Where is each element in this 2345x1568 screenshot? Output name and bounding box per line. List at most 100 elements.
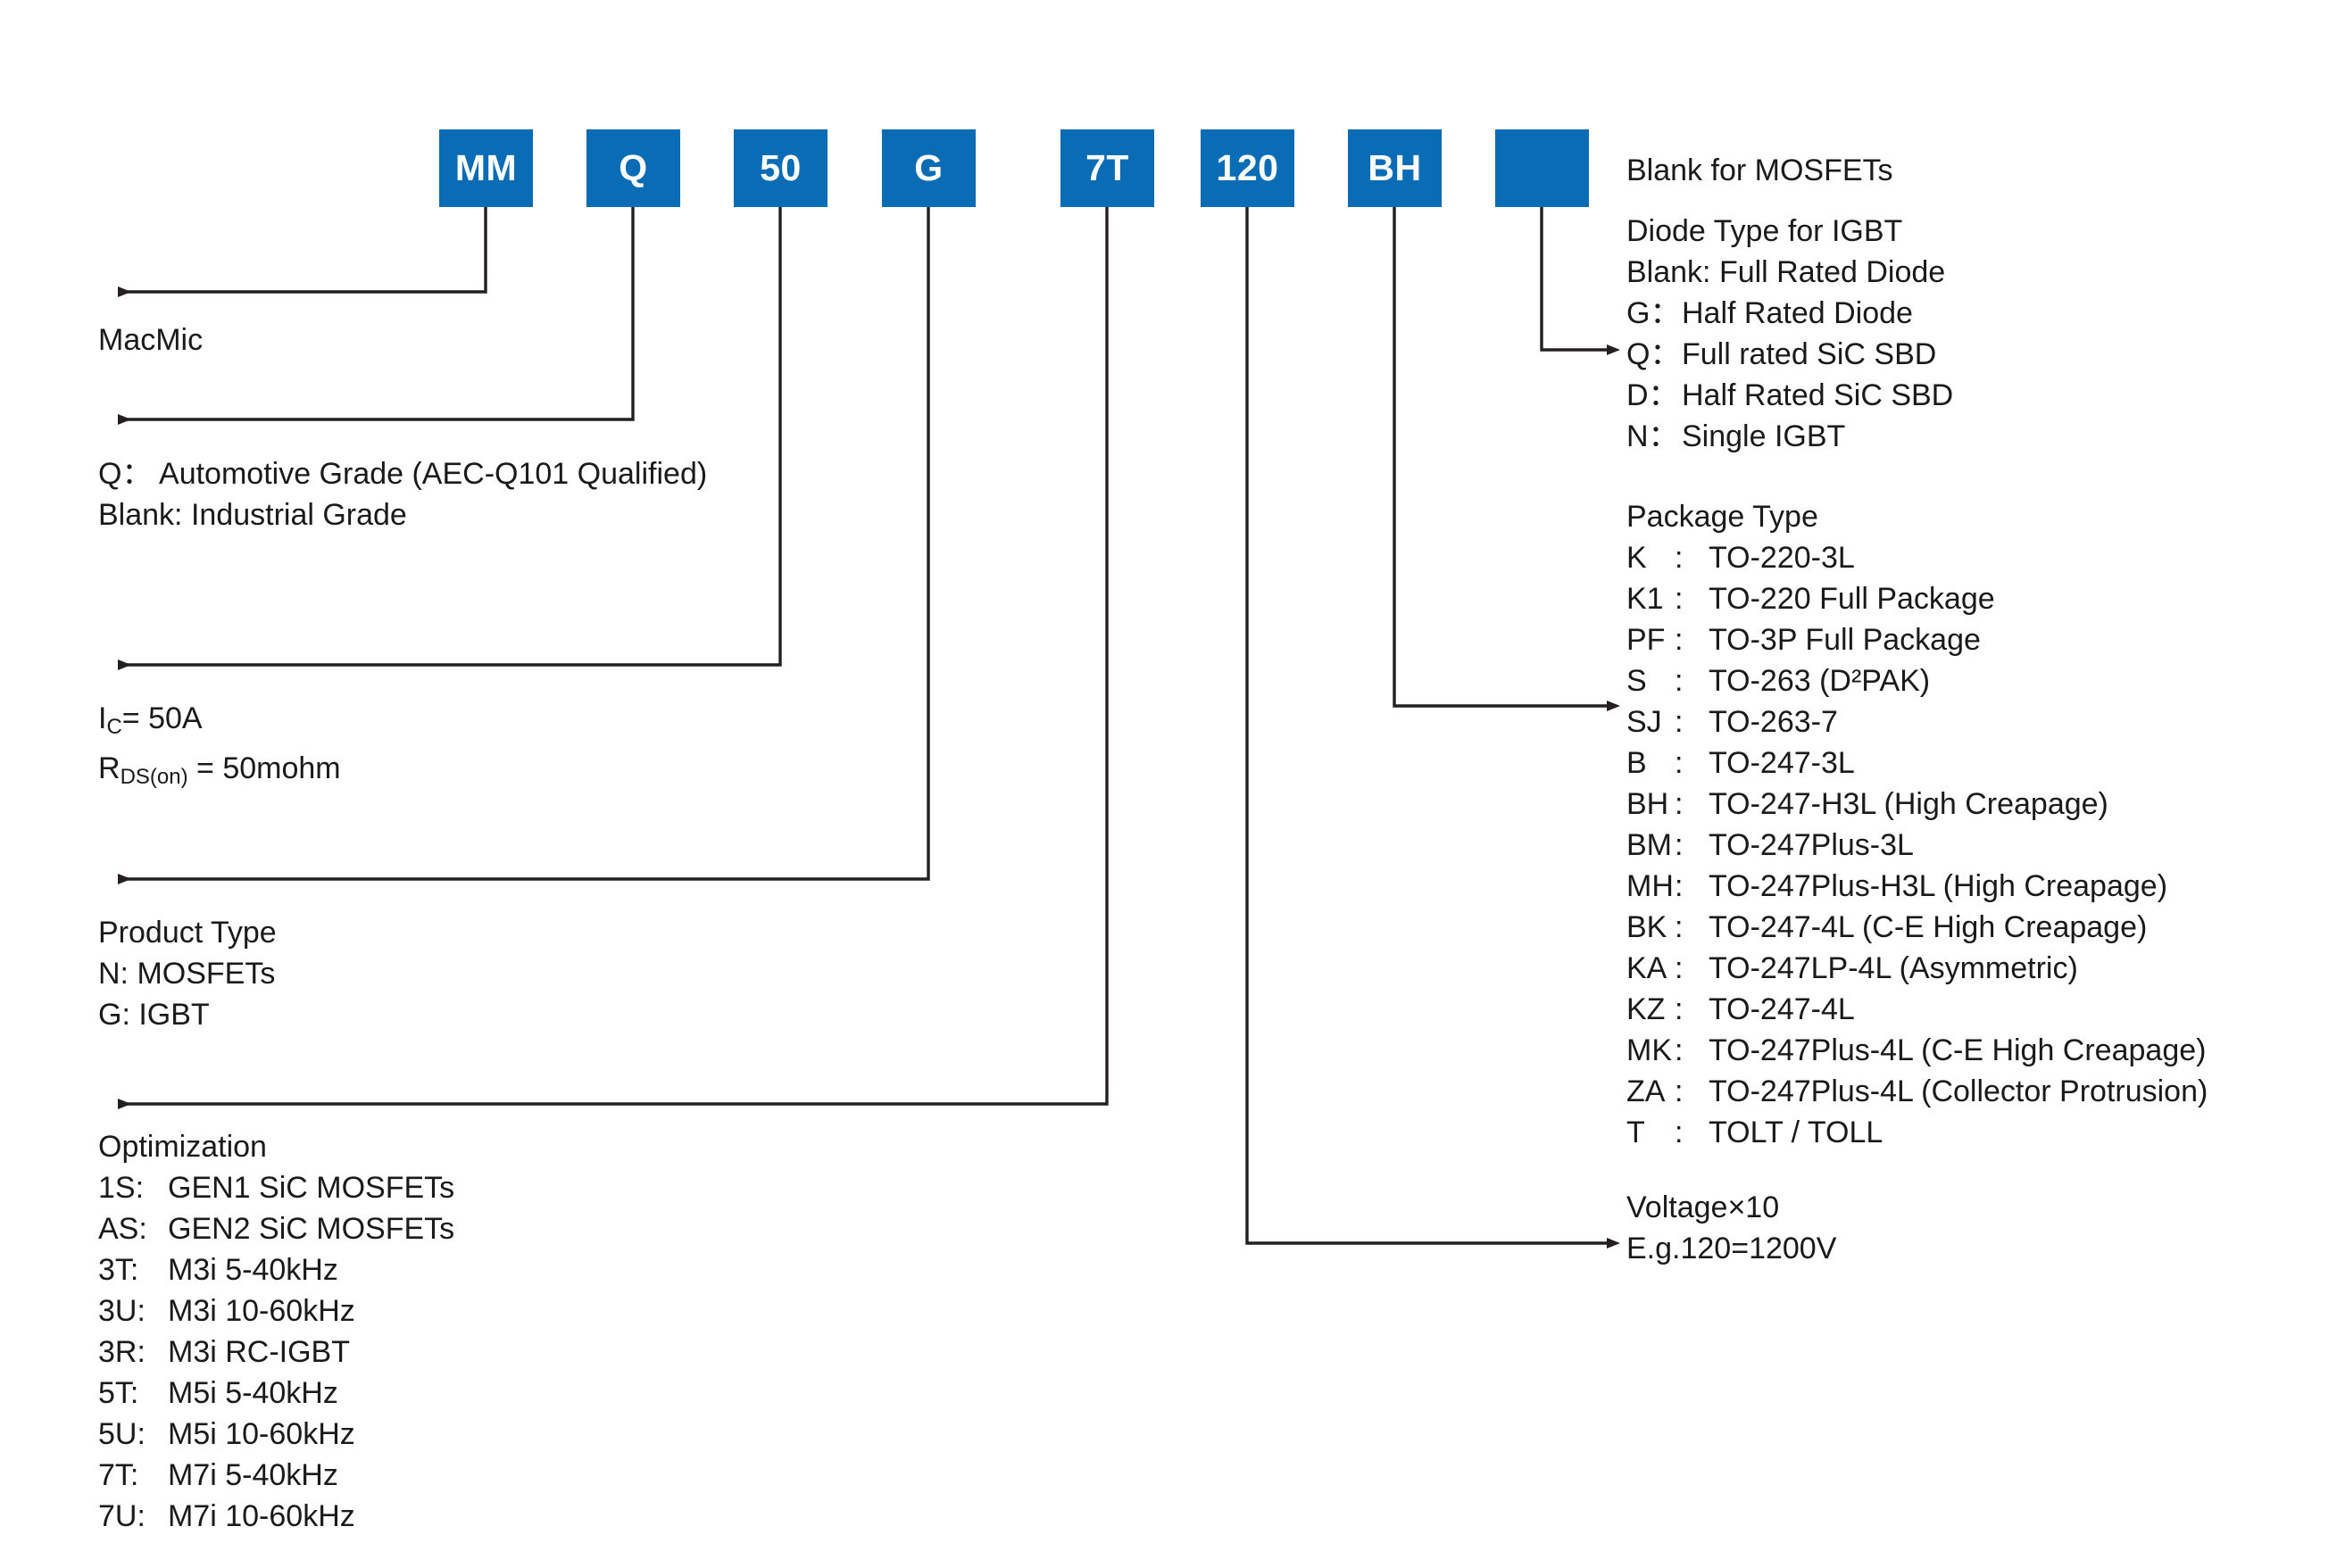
code-segment-120[interactable]: 120: [1201, 129, 1294, 207]
package-type-item: KZ: TO-247-4L: [1626, 989, 2208, 1030]
code-segment-label: 50: [760, 147, 802, 188]
package-type-item: KA:TO-247LP-4L (Asymmetric): [1626, 948, 2208, 989]
package-type-item-code: B: [1626, 746, 1647, 780]
package-type-item: ZA:TO-247Plus-4L (Collector Protrusion): [1626, 1071, 2208, 1112]
optimization-item-desc: GEN2 SiC MOSFETs: [168, 1212, 455, 1246]
package-type-item-desc: TO-247-4L (C-E High Creapage): [1709, 910, 2148, 944]
callout-optimization: Optimization 1S: GEN1 SiC MOSFETs AS:GEN2…: [98, 1126, 454, 1537]
optimization-item-desc: M7i 5-40kHz: [168, 1458, 338, 1492]
package-type-item-sep: :: [1675, 664, 1684, 698]
package-type-item-code: PF: [1626, 623, 1666, 657]
package-type-item-code: BM: [1626, 828, 1672, 862]
package-type-item-sep: :: [1675, 541, 1684, 575]
optimization-item-code: 7U:: [98, 1499, 146, 1533]
package-type-item-code: K: [1626, 541, 1647, 575]
optimization-item: 3U: M3i 10-60kHz: [98, 1290, 454, 1332]
rating-rdson-value: = 50mohm: [187, 751, 341, 785]
optimization-item-code: 3U:: [98, 1294, 146, 1328]
rating-current: IC= 50A: [98, 698, 341, 748]
package-type-item-code: BK: [1626, 910, 1667, 944]
package-type-item-code: KA: [1626, 951, 1667, 985]
product-type-heading: Product Type: [98, 916, 277, 950]
optimization-item: 3T: M3i 5-40kHz: [98, 1249, 454, 1290]
code-segment-blank[interactable]: [1495, 129, 1589, 207]
code-segment-label: BH: [1368, 147, 1422, 188]
package-type-item-sep: :: [1675, 623, 1684, 657]
optimization-item-code: 7T:: [98, 1458, 139, 1492]
package-type-item-sep: :: [1675, 1116, 1684, 1149]
callout-manufacturer: MacMic: [98, 323, 204, 357]
callout-blank-note: Blank for MOSFETs: [1626, 153, 1893, 187]
code-segment-g[interactable]: G: [882, 129, 976, 207]
optimization-item: 1S: GEN1 SiC MOSFETs: [98, 1167, 454, 1208]
diode-type-heading: Diode Type for IGBT: [1626, 214, 1903, 248]
callout-grade: Q： Automotive Grade (AEC-Q101 Qualified)…: [98, 453, 707, 535]
package-type-item-code: KZ: [1626, 992, 1666, 1026]
package-type-item-sep: :: [1675, 992, 1684, 1026]
package-type-item-code: T: [1626, 1116, 1645, 1149]
package-type-item-code: S: [1626, 664, 1647, 698]
package-type-item-desc: TO-263-7: [1709, 705, 1838, 739]
diode-type-item-code: G：: [1626, 296, 1681, 330]
grade-line-automotive: Q： Automotive Grade (AEC-Q101 Qualified): [98, 457, 708, 491]
package-type-item: MH:TO-247Plus-H3L (High Creapage): [1626, 866, 2208, 907]
diode-type-blank: Blank: Full Rated Diode: [1626, 255, 1946, 289]
diode-type-item: N：Single IGBT: [1626, 416, 1953, 457]
optimization-item-desc: M7i 10-60kHz: [168, 1499, 355, 1533]
optimization-item-desc: M3i RC-IGBT: [168, 1335, 350, 1369]
code-segment-label: 120: [1216, 147, 1279, 188]
rating-rdson-symbol: R: [98, 751, 121, 785]
code-segment-7t[interactable]: 7T: [1060, 129, 1154, 207]
callout-rating: IC= 50A RDS(on) = 50mohm: [98, 698, 341, 798]
package-type-item-code: MK: [1626, 1033, 1672, 1067]
package-type-item-sep: :: [1675, 1033, 1684, 1067]
package-type-item: K1:TO-220 Full Package: [1626, 578, 2208, 619]
rating-rdson: RDS(on) = 50mohm: [98, 748, 341, 798]
package-type-item-desc: TO-247-3L: [1709, 746, 1855, 780]
callout-voltage: Voltage×10 E.g.120=1200V: [1626, 1187, 1836, 1269]
code-segment-bh[interactable]: BH: [1348, 129, 1442, 207]
code-segment-q[interactable]: Q: [586, 129, 680, 207]
rating-current-subscript: C: [106, 715, 122, 739]
optimization-item: AS:GEN2 SiC MOSFETs: [98, 1208, 454, 1249]
optimization-item-desc: M3i 5-40kHz: [168, 1253, 338, 1287]
optimization-item: 5T:M5i 5-40kHz: [98, 1373, 454, 1414]
diode-type-item-desc: Half Rated SiC SBD: [1682, 378, 1954, 412]
package-type-item: K:TO-220-3L: [1626, 537, 2208, 578]
package-type-item-code: ZA: [1626, 1074, 1666, 1108]
package-type-item-sep: :: [1675, 951, 1684, 985]
package-type-item-code: MH: [1626, 869, 1674, 903]
diode-type-item-code: D：: [1626, 378, 1679, 412]
optimization-heading: Optimization: [98, 1130, 267, 1164]
package-type-item-code: SJ: [1626, 705, 1662, 739]
grade-line-industrial: Blank: Industrial Grade: [98, 498, 407, 532]
package-type-item: MK:TO-247Plus-4L (C-E High Creapage): [1626, 1030, 2208, 1071]
voltage-example: E.g.120=1200V: [1626, 1232, 1837, 1265]
optimization-item: 5U:M5i 10-60kHz: [98, 1414, 454, 1455]
rating-current-symbol: I: [98, 701, 107, 735]
optimization-item-desc: M3i 10-60kHz: [168, 1294, 355, 1328]
rating-rdson-subscript: DS(on): [120, 765, 188, 789]
package-type-item-desc: TO-247-4L: [1709, 992, 1855, 1026]
package-type-item-code: BH: [1626, 787, 1669, 821]
package-type-item-sep: :: [1675, 746, 1684, 780]
package-type-item-sep: :: [1675, 1074, 1684, 1108]
optimization-item-code: 1S:: [98, 1171, 145, 1205]
package-type-item-sep: :: [1675, 582, 1684, 616]
package-type-item-desc: TO-247Plus-H3L (High Creapage): [1709, 869, 2168, 903]
diode-type-item: Q：Full rated SiC SBD: [1626, 334, 1953, 375]
package-type-item: T:TOLT / TOLL: [1626, 1112, 2208, 1153]
optimization-item-desc: GEN1 SiC MOSFETs: [168, 1171, 455, 1205]
package-type-item: PF:TO-3P Full Package: [1626, 619, 2208, 660]
code-segment-mm[interactable]: MM: [439, 129, 533, 207]
optimization-item: 7T: M7i 5-40kHz: [98, 1455, 454, 1496]
product-type-igbt: G: IGBT: [98, 998, 210, 1032]
optimization-item-code: 3T:: [98, 1253, 139, 1287]
optimization-item-desc: M5i 5-40kHz: [168, 1376, 338, 1410]
package-type-item-desc: TO-247-H3L (High Creapage): [1709, 787, 2108, 821]
package-type-item-sep: :: [1675, 910, 1684, 944]
rating-current-value: = 50A: [121, 701, 203, 735]
diode-type-item-desc: Half Rated Diode: [1682, 296, 1913, 330]
code-segment-50[interactable]: 50: [734, 129, 827, 207]
voltage-heading: Voltage×10: [1626, 1191, 1780, 1224]
